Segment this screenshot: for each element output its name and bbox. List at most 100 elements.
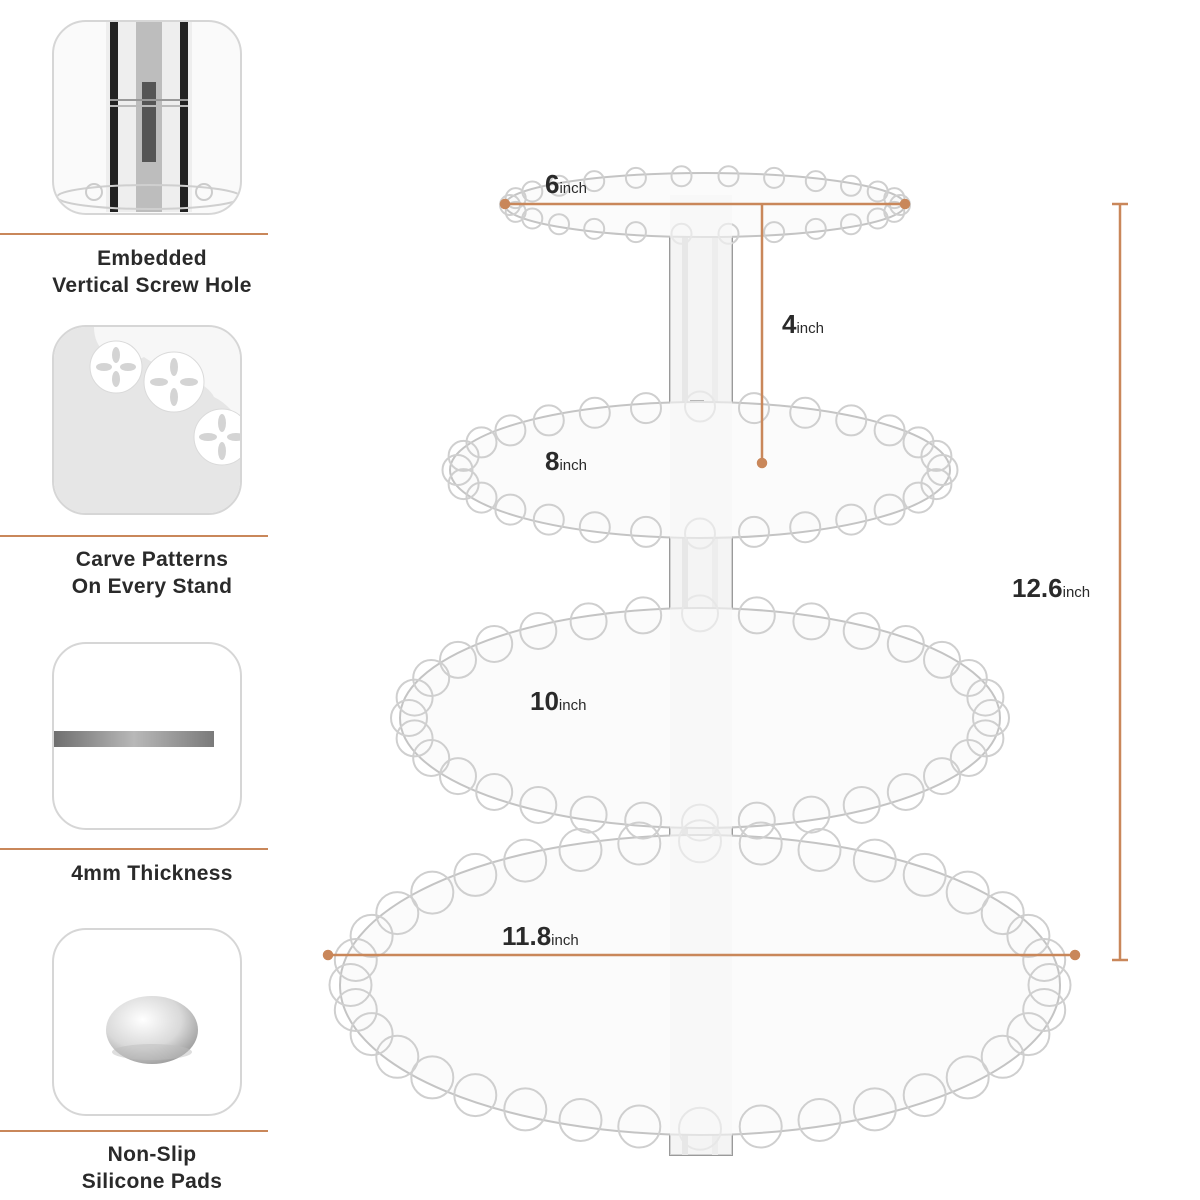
caption-line: Silicone Pads — [81, 1170, 223, 1193]
feature-caption: Carve Patterns On Every Stand — [10, 546, 294, 600]
scallop-circle — [390, 699, 428, 737]
thickness-bar-icon — [54, 731, 214, 747]
scallop-circle — [873, 414, 906, 447]
scallop-circle — [519, 786, 558, 824]
cupcake-stand-illustration: 6inch 4inch 8inch 10inch 11.8inch 12.6in… — [322, 165, 1128, 1156]
scallop-circle — [840, 213, 862, 236]
scallop-circle — [980, 1034, 1025, 1079]
scallop-circle — [465, 426, 498, 459]
scallop-circle — [738, 1104, 783, 1149]
scallop-circle — [886, 773, 925, 811]
scallop-circle — [866, 207, 889, 230]
scallop-circle — [1022, 988, 1067, 1032]
scallop-circle — [630, 515, 662, 548]
scallop-circle — [578, 511, 611, 544]
silicone-pad-icon — [106, 996, 198, 1064]
scallop-circle — [453, 852, 498, 897]
scallop-circle — [920, 468, 953, 501]
scallop-circle — [797, 1098, 842, 1142]
scallop-circle — [395, 678, 434, 717]
scallop-circle — [519, 612, 558, 650]
scallop-circle — [569, 795, 608, 834]
scallop-circle — [763, 166, 786, 189]
scallop-circle — [883, 187, 906, 210]
scallop-circle — [835, 404, 868, 437]
scallop-circle — [923, 640, 961, 679]
scallop-circle — [532, 503, 565, 536]
scallop-circle — [439, 640, 477, 679]
caption-line: Embedded — [97, 247, 207, 270]
divider — [0, 233, 268, 235]
scallop-circle — [453, 1073, 498, 1118]
caption-line: 4mm Thickness — [71, 862, 233, 885]
scallop-circle — [583, 170, 606, 193]
screw-hole-thumbnail — [52, 20, 242, 215]
scallop-circle — [624, 596, 663, 635]
scallop-circle — [504, 200, 527, 223]
scallop-circle — [548, 174, 570, 197]
scallop-circle — [1006, 1012, 1051, 1057]
scallop-circle — [548, 213, 570, 236]
scallop-circle — [789, 511, 822, 544]
scallop-circle — [717, 165, 740, 188]
scallop-circle — [738, 515, 770, 548]
scallop-circle — [902, 426, 935, 459]
scallop-circle — [578, 396, 611, 429]
scallop-circle — [624, 801, 663, 840]
scallop-circle — [1006, 913, 1051, 958]
scallop-circle — [840, 174, 862, 197]
scallop-circle — [797, 828, 842, 872]
scallop-circle — [333, 938, 378, 982]
scallop-circle — [532, 404, 565, 437]
scallop-circle — [852, 1087, 897, 1132]
caption-line: Vertical Screw Hole — [52, 274, 252, 297]
scallop-circle — [842, 612, 881, 650]
scallop-circle — [475, 773, 514, 811]
scallop-circle — [521, 180, 544, 203]
scallop-circle — [738, 392, 770, 425]
scallop-circle — [966, 678, 1005, 717]
tier3-width-label: 10inch — [530, 686, 586, 716]
scallop-circle — [583, 217, 606, 240]
scallop-circle — [624, 221, 647, 244]
scallop-circle — [412, 659, 451, 697]
scallop-circle — [670, 165, 693, 188]
bottom-width-label: 11.8inch — [502, 921, 579, 951]
scallop-circle — [842, 786, 881, 824]
scallop-circle — [410, 870, 455, 915]
scallop-circle — [333, 988, 378, 1032]
scallop-circle — [503, 838, 548, 883]
scallop-circle — [949, 739, 988, 777]
scallop-circle — [737, 596, 776, 635]
scallop-circle — [902, 852, 947, 897]
scallop-circle — [465, 481, 498, 514]
carved-pattern-icon — [54, 327, 240, 513]
caption-line: On Every Stand — [71, 575, 233, 598]
tier2-width-label: 8inch — [545, 446, 587, 476]
caption-line: Carve Patterns — [75, 548, 229, 571]
scallop-circle — [886, 625, 925, 663]
scallop-circle — [617, 821, 662, 866]
scallop-circle — [980, 891, 1025, 936]
scallop-circle — [494, 493, 527, 526]
scallop-circle — [792, 795, 831, 834]
feature-caption: Non-Slip Silicone Pads — [10, 1141, 294, 1195]
scallop-circle — [349, 1012, 394, 1057]
scallop-circle — [835, 503, 868, 536]
scallop-circle — [375, 891, 420, 936]
feature-caption: 4mm Thickness — [10, 860, 294, 887]
scallop-circle — [945, 1055, 990, 1100]
scallop-circle — [737, 801, 776, 840]
scallop-circle — [804, 217, 827, 240]
scallop-circle — [441, 454, 474, 486]
total-height-label: 12.6inch — [1012, 573, 1090, 603]
scallop-circle — [902, 1073, 947, 1118]
scallop-circle — [447, 439, 480, 472]
scallop-circle — [624, 166, 647, 189]
scallop-circle — [375, 1034, 420, 1079]
scallop-circle — [945, 870, 990, 915]
gap-height-label: 4inch — [782, 309, 824, 339]
top-width-label: 6inch — [545, 169, 587, 199]
scallop-circle — [558, 828, 603, 872]
scallop-circle — [439, 757, 477, 796]
